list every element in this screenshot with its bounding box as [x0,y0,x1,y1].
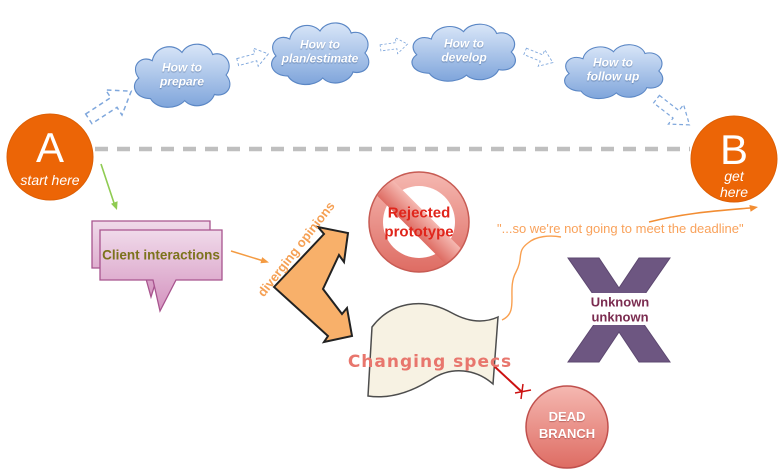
cloud-label-develop: How to develop [441,36,487,65]
cloud-label-follow-up: How to follow up [586,55,640,84]
end-node-caption: get here [719,168,749,200]
dead-branch-label: DEAD BRANCH [538,409,596,441]
prohibition-icon [368,171,470,273]
squiggle-connector [501,235,562,321]
unknown-unknown-label: Unknown unknown [590,294,650,325]
changing-specs-banner [367,302,499,398]
dead-branch-node [525,385,609,469]
unknown-text-band [560,293,678,325]
speech-bubble-front [99,229,223,313]
cloud-label-plan-estimate: How to plan/estimate [281,37,359,66]
orange-arrow-to-b [648,205,758,223]
end-node-letter: B [719,126,749,173]
dashed-arrow-cloud4-to-b [648,88,698,136]
client-interactions-label: Client interactions [102,247,220,263]
deadline-quote: "...so we're not going to meet the deadl… [497,221,744,236]
rejected-prototype-label: Rejected prototype [384,204,454,240]
start-node-letter: A [35,124,65,171]
start-node-caption: start here [20,172,80,188]
green-arrow [100,163,118,210]
dashed-arrow-a-to-cloud1 [79,77,141,133]
dashed-arrow-cloud1-to-cloud2 [234,44,272,72]
end-node-b [690,115,778,203]
dead-branch-cut-line [493,365,532,400]
start-node-a [6,113,94,201]
changing-specs-label: Changing specs [347,352,513,372]
cloud-label-prepare: How to prepare [159,60,205,89]
orange-arrow-to-chevron [230,250,269,264]
dashed-arrow-cloud2-to-cloud3 [378,35,410,57]
dashed-arrow-cloud3-to-cloud4 [521,42,557,72]
diverging-chevron-arrows [272,225,354,344]
